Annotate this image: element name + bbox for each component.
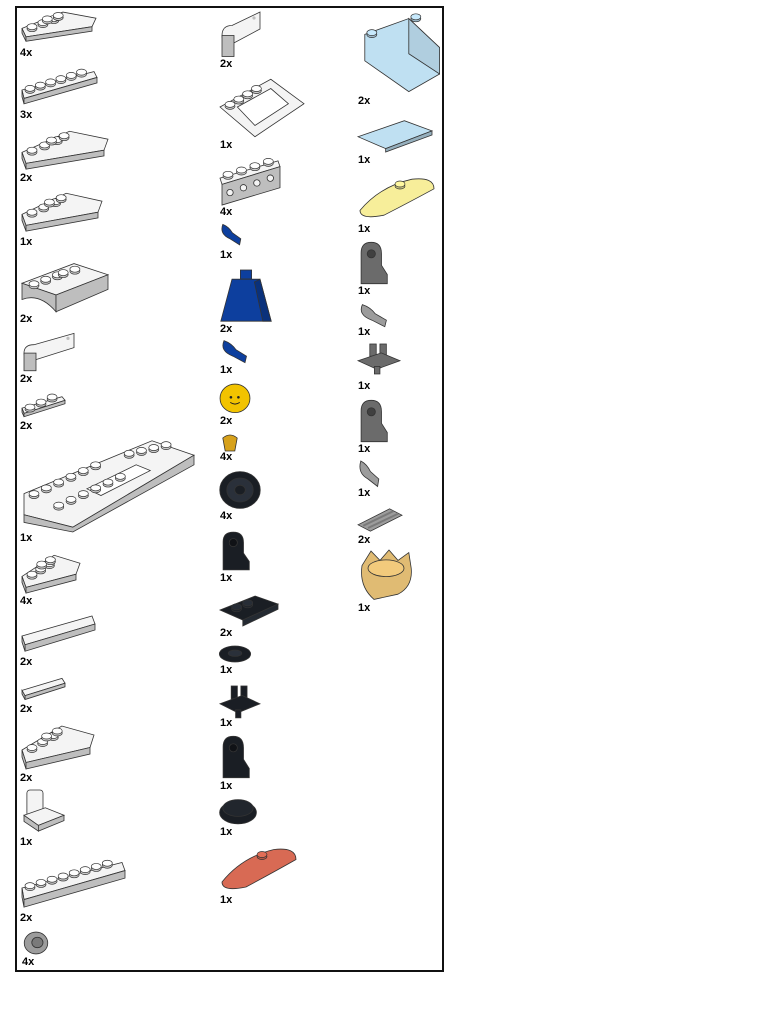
gold-minifig-hand-icon [218,432,242,452]
part-quantity: 1x [358,443,371,455]
gray-minifig-arm-right-icon [356,458,380,488]
part-quantity: 1x [358,154,371,166]
part-quantity: 1x [220,139,233,151]
white-hinge-frame-icon [218,74,306,140]
blue-minifig-arm-icon [218,222,242,246]
part-quantity: 2x [358,95,371,107]
part-quantity: 1x [20,836,33,848]
part-quantity: 1x [358,326,371,338]
white-tile-1x2-icon [20,676,66,701]
white-tile-1x6-icon [20,612,96,652]
part-quantity: 1x [358,223,371,235]
part-quantity: 1x [20,532,33,544]
trans-clear-tile-icon [356,118,434,153]
black-tire-icon [218,470,262,510]
white-wheel-arch-plate-icon [20,258,110,314]
part-quantity: 1x [220,894,233,906]
part-quantity: 4x [220,451,233,463]
white-bracket-clip-icon [20,788,66,832]
part-quantity: 1x [220,572,233,584]
white-plate-1x8-icon [20,852,126,910]
dark-gray-minifig-leg-icon [356,240,390,286]
part-quantity: 1x [358,380,371,392]
tan-crown-hair-icon [356,549,416,602]
part-quantity: 2x [20,313,33,325]
part-quantity: 1x [358,602,371,614]
yellow-minifig-head-icon [218,382,252,416]
white-wedge-plate-cut-icon [20,188,104,232]
white-wedge-plate-left-icon [20,126,110,170]
black-minifig-leg-icon [218,530,252,572]
part-quantity: 4x [20,595,33,607]
part-quantity: 4x [220,510,233,522]
part-quantity: 4x [22,956,35,968]
dark-gray-hips-icon [356,342,402,376]
part-quantity: 4x [220,206,233,218]
part-quantity: 1x [220,364,233,376]
blue-minifig-torso-icon [218,268,274,324]
part-quantity: 2x [20,420,33,432]
light-gray-grille-tile-icon [356,504,404,536]
trans-yellow-curved-slope-icon [356,172,436,220]
part-quantity: 2x [220,415,233,427]
part-quantity: 2x [20,172,33,184]
black-plate-with-pins-icon [218,590,280,630]
part-quantity: 1x [220,780,233,792]
gray-door-icon [218,8,262,58]
part-quantity: 2x [220,58,233,70]
blue-minifig-arm-right-icon [218,338,248,364]
white-wedge-plate-icon [20,8,98,42]
part-quantity: 1x [220,664,233,676]
black-hips-icon [218,684,262,720]
trans-clear-windscreen-icon [356,8,444,96]
white-technic-brick-icon [218,158,282,206]
part-quantity: 1x [220,826,233,838]
part-quantity: 2x [20,656,33,668]
part-quantity: 1x [220,717,233,729]
part-quantity: 2x [20,703,33,715]
black-minifig-cap-icon [218,796,258,826]
gray-minifig-arm-icon [356,302,388,328]
parts-list-frame [15,6,444,972]
white-door-panel-icon [20,330,76,372]
white-large-frame-plate-icon [20,436,196,533]
part-quantity: 2x [220,627,233,639]
light-gray-pin-connector-icon [22,930,50,956]
part-quantity: 1x [20,236,33,248]
white-plate-1x4-icon [20,64,98,106]
white-plate-1x2-icon [20,392,66,418]
part-quantity: 1x [220,249,233,261]
trans-red-curved-slope-icon [218,842,298,892]
black-minifig-leg-right-icon [218,734,252,780]
part-quantity: 3x [20,109,33,121]
part-quantity: 2x [20,772,33,784]
part-quantity: 1x [358,487,371,499]
white-wedge-plate-small-icon [20,550,82,594]
part-quantity: 2x [20,373,33,385]
part-quantity: 2x [358,534,371,546]
part-quantity: 2x [20,912,33,924]
part-quantity: 2x [220,323,233,335]
part-quantity: 1x [358,285,371,297]
dark-gray-minifig-leg-right-icon [356,398,390,444]
white-wedge-plate-right-icon [20,720,96,770]
black-round-plate-icon [218,644,252,664]
part-quantity: 4x [20,47,33,59]
